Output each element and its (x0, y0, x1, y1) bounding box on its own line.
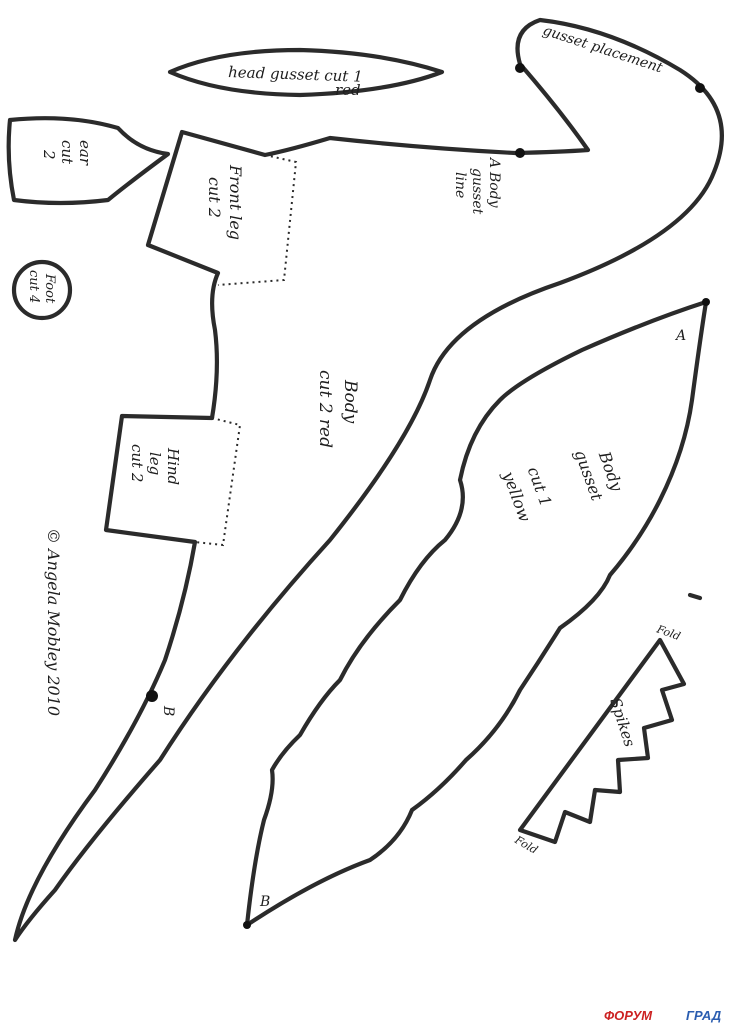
watermark-part2: ГРАД (686, 1008, 722, 1023)
ear-piece: ear cut 2 (6, 116, 171, 206)
spikes-label: Spikes (606, 696, 639, 750)
watermark-part1: ФОРУМ (604, 1008, 653, 1023)
margin-mark (687, 592, 703, 601)
body-piece (12, 17, 724, 943)
hind-leg-leg: leg (146, 452, 164, 475)
ear-cut: cut (58, 140, 76, 165)
body-gusset-piece: A B Body gusset cut 1 yellow (243, 298, 710, 929)
hind-leg-label-group: Hind leg cut 2 (128, 444, 182, 485)
foot-label: Foot (42, 273, 57, 304)
body-gusset-line-line: line (452, 172, 468, 198)
body-gusset-line-marker: A Body gusset line (452, 156, 502, 215)
body-cut: cut 2 red (315, 370, 335, 448)
body-gusset-line-body: Body (486, 171, 502, 209)
head-gusset-piece: head gusset cut 1 red (167, 47, 445, 99)
point-a: A (674, 328, 686, 344)
point-b-gusset: B (259, 894, 270, 910)
hind-leg-cut: cut 2 (128, 444, 146, 482)
front-leg-label: Front leg (226, 164, 245, 240)
front-leg-cut: cut 2 (205, 177, 224, 218)
head-gusset-color: red (335, 81, 361, 99)
foot-cut: cut 4 (26, 270, 41, 303)
body-label-group: Body cut 2 red (315, 370, 360, 448)
front-leg-label-group: Front leg cut 2 (205, 164, 245, 240)
foot-piece: Foot cut 4 (11, 259, 73, 321)
hind-leg-label: Hind (164, 447, 182, 485)
watermark: ФОРУМ ГРАД (604, 1008, 722, 1023)
point-b-body: B (160, 705, 176, 716)
copyright-credit: © Angela Mobley 2010 (44, 528, 63, 716)
ear-label: ear (76, 140, 94, 166)
head-gusset-label: head gusset cut 1 (228, 63, 363, 86)
body-label: Body (340, 379, 360, 424)
spikes-piece: Spikes Fold Fold (512, 622, 687, 857)
body-gusset-line-gusset: gusset (469, 168, 485, 215)
ear-count: 2 (40, 149, 58, 160)
body-gusset-line-letter: A (486, 156, 502, 168)
